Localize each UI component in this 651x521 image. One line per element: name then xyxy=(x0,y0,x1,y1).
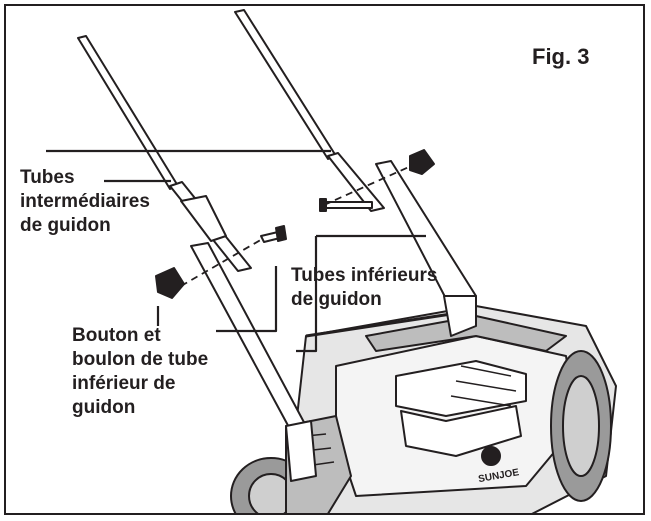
label-lower-line-1: Tubes inférieurs xyxy=(291,265,438,286)
label-knob-line-1: Bouton et xyxy=(72,325,161,346)
label-intermediate-line-2: intermédiaires xyxy=(20,191,150,212)
label-lower-tubes: Tubes inférieurs de guidon xyxy=(291,264,437,312)
alignment-line-lower xyxy=(180,237,265,287)
lower-handle-tubes xyxy=(190,160,477,482)
leader-lines xyxy=(46,149,426,353)
figure-frame: SUNJOE xyxy=(4,4,645,515)
label-knob-line-4: guidon xyxy=(72,397,136,418)
label-knob-line-2: boulon de tube xyxy=(72,349,209,370)
figure-title: Fig. 3 xyxy=(532,44,590,69)
label-knob-line-3: inférieur de xyxy=(72,373,176,394)
alignment-line-upper xyxy=(323,165,412,206)
label-lower-line-2: de guidon xyxy=(291,289,382,310)
label-intermediate-line-3: de guidon xyxy=(20,215,111,236)
knob-lower xyxy=(155,267,185,299)
assembly-illustration: SUNJOE xyxy=(46,9,617,513)
dethatcher-body: SUNJOE xyxy=(230,305,617,513)
knob-upper xyxy=(409,149,435,175)
bolt-lower xyxy=(260,225,287,243)
label-intermediate-tubes: Tubes intermédiaires de guidon xyxy=(20,166,150,238)
label-knob-bolt: Bouton et boulon de tube inférieur de gu… xyxy=(72,324,208,420)
label-intermediate-line-1: Tubes xyxy=(20,167,75,188)
